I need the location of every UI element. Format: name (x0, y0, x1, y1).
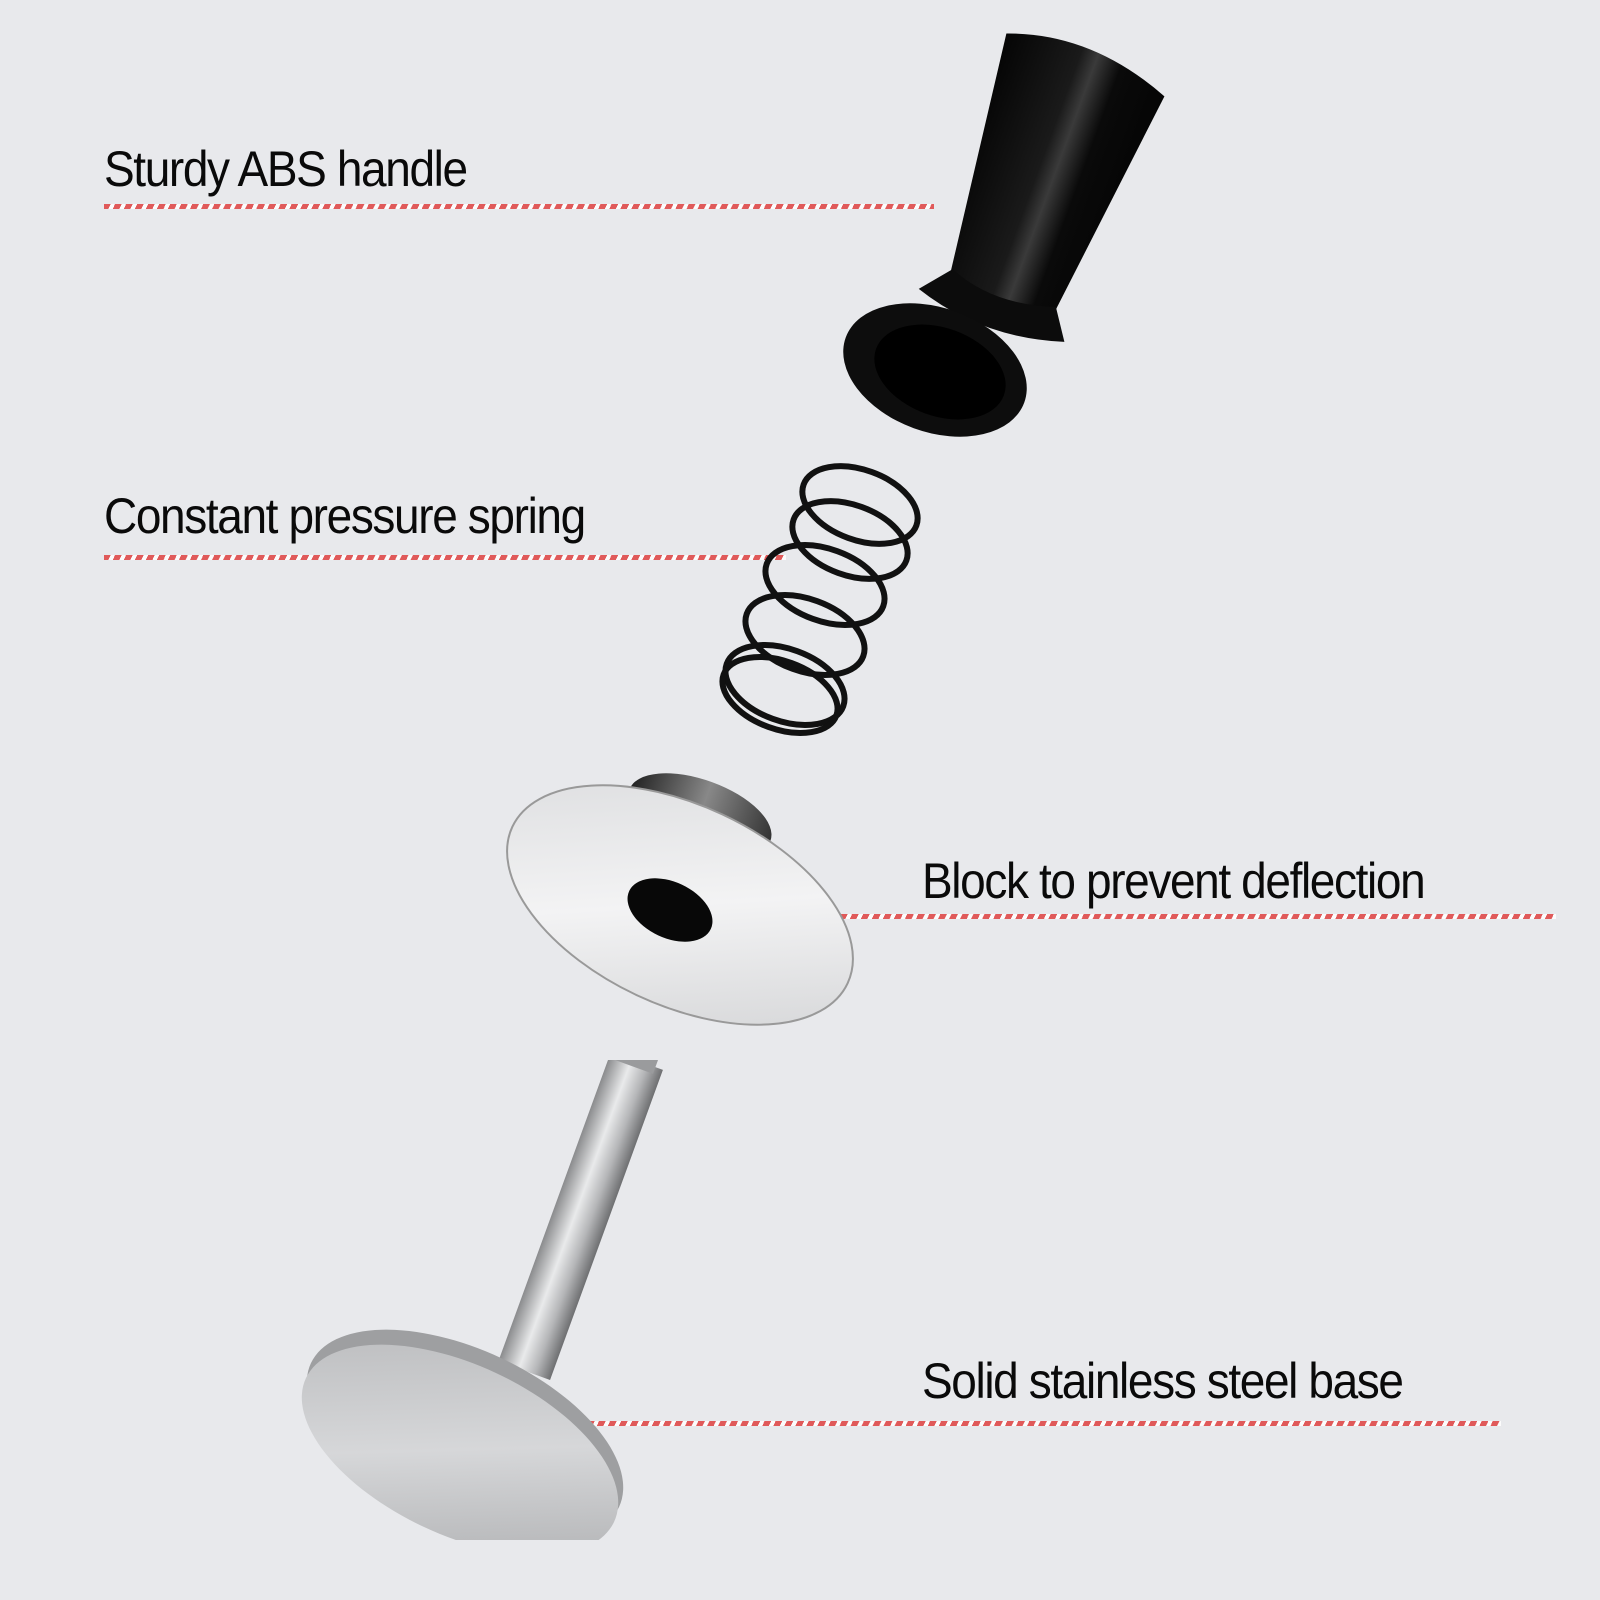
leader-line-spring (104, 555, 786, 560)
block-image (506, 773, 854, 1026)
label-spring: Constant pressure spring (104, 488, 586, 544)
leader-line-block (830, 914, 1556, 919)
handle-image (843, 33, 1165, 437)
leader-line-base (588, 1421, 1501, 1426)
base-image (301, 1060, 663, 1540)
spring-image (719, 463, 921, 736)
label-base: Solid stainless steel base (922, 1353, 1404, 1409)
label-block: Block to prevent deflection (922, 853, 1426, 909)
label-handle: Sturdy ABS handle (104, 141, 468, 197)
leader-line-handle (104, 204, 934, 209)
